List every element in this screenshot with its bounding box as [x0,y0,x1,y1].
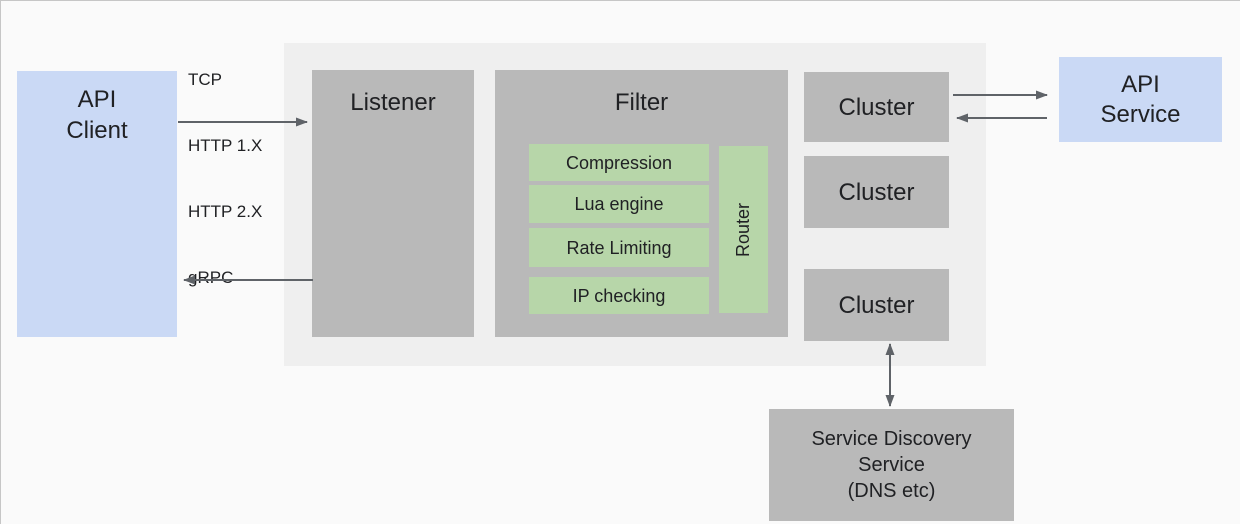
filter-item-lua-engine-label: Lua engine [574,194,664,214]
cluster-box-1: Cluster [804,72,949,142]
protocol-http2: HTTP 2.X [188,202,263,221]
api-client-box: API Client [17,71,177,337]
service-discovery-box: Service Discovery Service (DNS etc) [769,409,1014,521]
router-label: Router [733,202,754,257]
filter-item-rate-limiting: Rate Limiting [529,228,709,267]
api-service-box: API Service [1059,57,1222,142]
filter-item-ip-checking: IP checking [529,277,709,314]
service-discovery-label-line3: (DNS etc) [847,480,936,502]
router-box: Router [719,146,768,313]
protocol-tcp: TCP [188,70,222,89]
api-client-label-line1: API [77,86,117,113]
api-service-label-line2: Service [1100,100,1181,128]
filter-label: Filter [614,89,669,116]
filter-item-rate-limiting-label: Rate Limiting [566,237,672,258]
cluster-box-3: Cluster [804,269,949,341]
cluster-box-2: Cluster [804,156,949,228]
filter-item-lua-engine: Lua engine [529,185,709,223]
filter-box: Filter Compression Lua engine Rate Limit… [495,70,788,337]
filter-item-compression: Compression [529,144,709,181]
api-service-label-line1: API [1121,70,1160,98]
protocol-list: TCP HTTP 1.X HTTP 2.X gRPC [188,25,262,333]
cluster-3-label: Cluster [838,291,915,319]
listener-label: Listener [350,89,436,116]
api-client-label-line2: Client [66,117,128,144]
service-discovery-label-line1: Service Discovery [811,428,972,450]
filter-item-ip-checking-label: IP checking [572,285,666,306]
protocol-http1: HTTP 1.X [188,136,263,155]
service-discovery-label-line2: Service [858,454,925,476]
cluster-2-label: Cluster [838,178,915,206]
listener-box: Listener [312,70,474,337]
filter-item-compression-label: Compression [565,152,673,173]
cluster-1-label: Cluster [838,93,915,121]
protocol-grpc: gRPC [188,268,234,287]
